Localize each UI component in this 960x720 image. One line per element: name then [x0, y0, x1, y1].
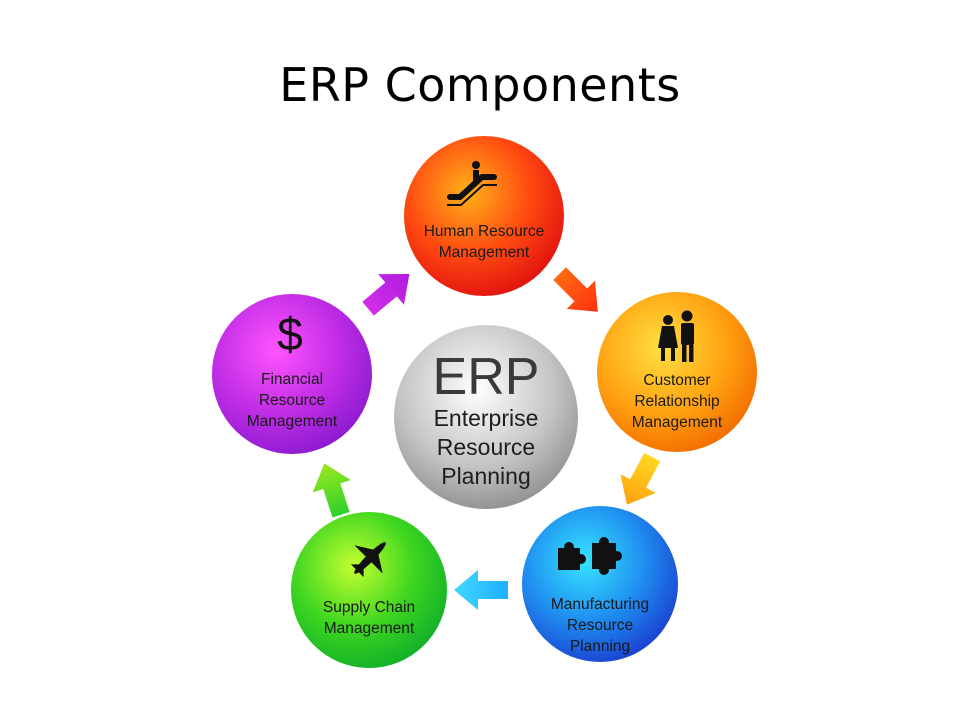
arrow-crm-to-mrp: [620, 452, 661, 505]
mrp-label-line-1: Manufacturing: [551, 596, 649, 613]
hrm-label-line-1: Human Resource: [424, 223, 545, 240]
arrow-mrp-to-scm: [454, 570, 508, 610]
frm-label-line-3: Management: [247, 413, 338, 430]
node-customer-relationship-management: Customer Relationship Management: [597, 292, 757, 452]
frm-label-line-2: Resource: [259, 392, 325, 409]
node-supply-chain-management: Supply Chain Management: [291, 512, 447, 668]
dollar-icon: $: [277, 308, 303, 360]
escalator-icon: [447, 161, 497, 206]
mrp-label-line-2: Resource: [567, 617, 633, 634]
scm-label-line-1: Supply Chain: [323, 599, 415, 616]
arrow-hrm-to-crm: [553, 267, 598, 312]
crm-label-line-2: Relationship: [634, 393, 719, 410]
center-line-3: Planning: [441, 463, 531, 489]
slide-title: ERP Components: [279, 58, 681, 112]
mrp-label-line-3: Planning: [570, 638, 630, 655]
people-icon: [658, 310, 694, 362]
center-acronym: ERP: [433, 348, 540, 406]
node-human-resource-management: Human Resource Management: [404, 136, 564, 296]
puzzle-icon: [558, 537, 622, 575]
center-line-1: Enterprise: [434, 405, 539, 431]
crm-label-line-3: Management: [632, 414, 723, 431]
arrow-frm-to-hrm: [362, 274, 410, 316]
hrm-label-line-2: Management: [439, 244, 530, 261]
scm-label-line-2: Management: [324, 620, 415, 637]
center-node-erp: ERP Enterprise Resource Planning: [394, 325, 578, 509]
arrow-scm-to-frm: [312, 463, 351, 518]
node-financial-resource-management: $ Financial Resource Management: [212, 294, 372, 454]
center-line-2: Resource: [437, 434, 535, 460]
crm-label-line-1: Customer: [643, 372, 710, 389]
node-manufacturing-resource-planning: Manufacturing Resource Planning: [522, 506, 678, 662]
frm-label-line-1: Financial: [261, 371, 323, 388]
